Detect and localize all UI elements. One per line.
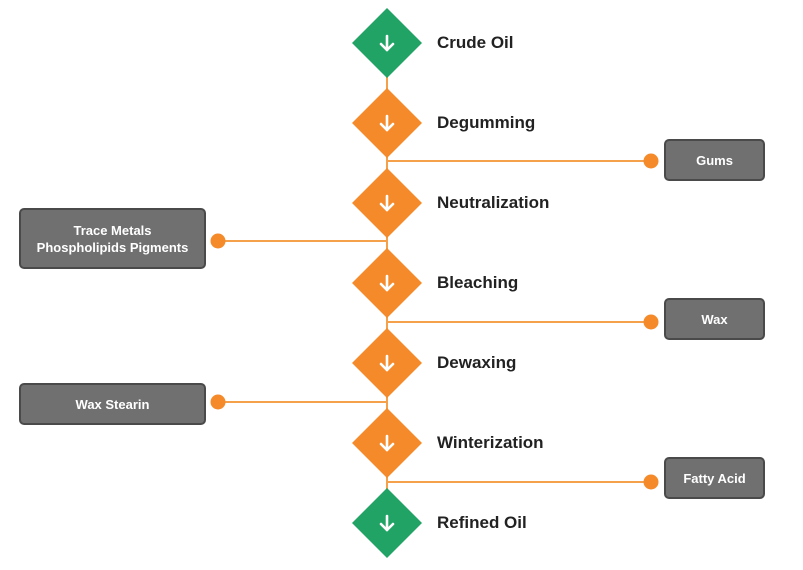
arrow-down-icon: [379, 514, 395, 532]
step-node-winterization: [352, 408, 422, 478]
connector-dot-trace-metals: [210, 233, 226, 249]
step-node-neutralization: [352, 168, 422, 238]
arrow-down-icon: [379, 114, 395, 132]
step-label-neutralization: Neutralization: [437, 193, 550, 212]
step-label-refined-oil: Refined Oil: [437, 513, 527, 532]
step-node-refined-oil: [352, 488, 422, 558]
byproduct-text: Gums: [696, 152, 733, 168]
arrow-down-icon: [379, 194, 395, 212]
step-label-winterization: Winterization: [437, 433, 544, 452]
step-label-crude-oil: Crude Oil: [437, 33, 514, 52]
step-label-dewaxing: Dewaxing: [437, 353, 517, 372]
byproduct-box-trace-metals: Trace Metals Phospholipids Pigments: [19, 208, 206, 269]
connector-dot-fatty-acid: [643, 474, 659, 490]
arrow-down-icon: [379, 434, 395, 452]
byproduct-text: Wax Stearin: [75, 396, 150, 412]
step-node-bleaching: [352, 248, 422, 318]
byproduct-text: Wax: [701, 311, 728, 327]
step-node-crude-oil: [352, 8, 422, 78]
byproduct-box-wax-stearin: Wax Stearin: [19, 383, 206, 425]
byproduct-text: Trace Metals: [73, 222, 152, 238]
byproduct-text: Fatty Acid: [683, 470, 746, 486]
arrow-down-icon: [379, 354, 395, 372]
connector-dot-gums: [643, 153, 659, 169]
connector-dot-wax-stearin: [210, 394, 226, 410]
arrow-down-icon: [379, 274, 395, 292]
byproduct-box-gums: Gums: [664, 139, 765, 181]
arrow-down-icon: [379, 34, 395, 52]
step-label-bleaching: Bleaching: [437, 273, 519, 292]
byproduct-box-wax: Wax: [664, 298, 765, 340]
step-label-degumming: Degumming: [437, 113, 536, 132]
byproduct-box-fatty-acid: Fatty Acid: [664, 457, 765, 499]
byproduct-text: Phospholipids Pigments: [36, 239, 189, 255]
connector-dot-wax: [643, 314, 659, 330]
step-node-dewaxing: [352, 328, 422, 398]
step-node-degumming: [352, 88, 422, 158]
